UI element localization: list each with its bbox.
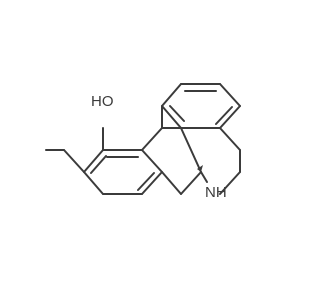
bond xyxy=(180,127,202,173)
bond xyxy=(141,171,163,195)
molecule-canvas: HO NH xyxy=(45,83,241,201)
bond xyxy=(161,83,182,107)
amine-label: NH xyxy=(205,184,227,201)
stereo-bond-wedge xyxy=(197,165,203,172)
bond xyxy=(83,171,104,195)
bond xyxy=(180,171,202,195)
bond xyxy=(219,127,241,151)
bond xyxy=(161,105,182,129)
bond xyxy=(141,149,163,173)
bond xyxy=(90,155,107,174)
bond xyxy=(161,171,182,195)
bond xyxy=(83,149,104,173)
bond xyxy=(219,83,241,107)
bond xyxy=(219,171,241,195)
bond-group xyxy=(45,83,241,195)
bond xyxy=(137,172,155,191)
bond xyxy=(141,127,163,151)
bond xyxy=(169,105,185,122)
bond xyxy=(219,105,241,129)
molecule-structure: HO NH xyxy=(45,83,241,201)
bond xyxy=(215,106,233,125)
bond xyxy=(200,171,208,183)
bond xyxy=(63,149,85,173)
hydroxyl-label: HO xyxy=(91,93,114,110)
